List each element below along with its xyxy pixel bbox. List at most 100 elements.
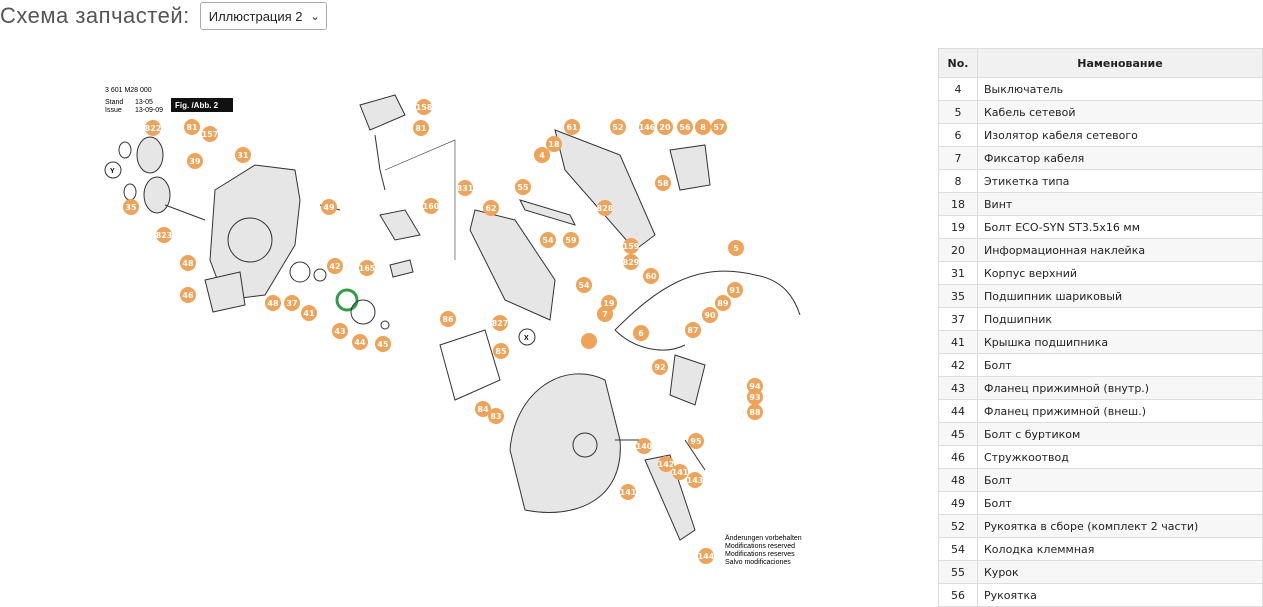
callout-48[interactable]: 48: [265, 295, 281, 311]
illustration-select-value: Иллюстрация 2: [208, 8, 303, 24]
svg-text:95: 95: [690, 437, 702, 446]
callout-52[interactable]: 52: [610, 119, 626, 135]
callout-158[interactable]: 158: [416, 99, 433, 115]
part-number: 18: [938, 192, 978, 216]
callout-143[interactable]: 143: [687, 472, 704, 488]
callout-85[interactable]: 85: [493, 343, 509, 359]
power-cable-5: [614, 270, 801, 331]
svg-text:6: 6: [638, 329, 644, 338]
callout-7[interactable]: 7: [597, 306, 613, 322]
callout-42[interactable]: 42: [327, 258, 343, 274]
callout-142[interactable]: 142: [658, 456, 675, 472]
callout-49[interactable]: 49: [321, 199, 337, 215]
callout-93[interactable]: 93: [747, 389, 763, 405]
callout-90[interactable]: 90: [702, 307, 718, 323]
callout-61[interactable]: 61: [564, 119, 580, 135]
callout-95[interactable]: 95: [688, 433, 704, 449]
diagram-issue-label: Issue: [105, 107, 122, 114]
callout-823[interactable]: 823: [156, 227, 173, 243]
callout-87[interactable]: 87: [685, 322, 701, 338]
svg-text:85: 85: [495, 347, 507, 356]
callout-86[interactable]: 86: [440, 311, 456, 327]
callout-146[interactable]: 146: [639, 119, 656, 135]
callout-88[interactable]: 88: [747, 404, 763, 420]
callout-4[interactable]: 4: [534, 147, 550, 163]
callout-89[interactable]: 89: [715, 295, 731, 311]
callout-83[interactable]: 83: [488, 408, 504, 424]
callout-140[interactable]: 140: [636, 438, 653, 454]
callout-141[interactable]: 141: [672, 464, 689, 480]
callout-81[interactable]: 81: [413, 120, 429, 136]
callout-37[interactable]: 37: [284, 295, 300, 311]
callout-92[interactable]: 92: [652, 359, 668, 375]
marker-y: Y: [110, 168, 115, 175]
callout-35[interactable]: 35: [123, 199, 139, 215]
callout-827[interactable]: 827: [492, 315, 509, 331]
callout-unnumbered[interactable]: [581, 333, 597, 349]
callout-5[interactable]: 5: [728, 240, 744, 256]
callout-55[interactable]: 55: [515, 179, 531, 195]
callout-41[interactable]: 41: [301, 305, 317, 321]
callout-828[interactable]: 828: [597, 200, 614, 216]
callout-44[interactable]: 44: [352, 334, 368, 350]
callout-144[interactable]: 144: [698, 548, 715, 564]
callout-20[interactable]: 20: [657, 119, 673, 135]
callout-831[interactable]: 831: [457, 180, 474, 196]
callout-54[interactable]: 54: [576, 277, 592, 293]
svg-text:42: 42: [329, 262, 340, 271]
callout-8[interactable]: 8: [695, 119, 711, 135]
callout-829[interactable]: 829: [623, 254, 640, 270]
callout-56[interactable]: 56: [677, 119, 693, 135]
callout-159[interactable]: 159: [623, 238, 640, 254]
callout-91[interactable]: 91: [727, 282, 743, 298]
callout-6[interactable]: 6: [633, 325, 649, 341]
svg-text:93: 93: [749, 393, 760, 402]
illustration-select[interactable]: Иллюстрация 2 ⌄: [199, 2, 327, 30]
callout-59[interactable]: 59: [563, 232, 579, 248]
callout-165[interactable]: 165: [359, 260, 376, 276]
callout-822[interactable]: 822: [145, 120, 162, 136]
callout-60[interactable]: 60: [643, 268, 659, 284]
callout-43[interactable]: 43: [332, 323, 348, 339]
callout-94[interactable]: 94: [747, 378, 763, 394]
callout-45[interactable]: 45: [375, 336, 391, 352]
callout-39[interactable]: 39: [187, 153, 203, 169]
callout-84[interactable]: 84: [475, 401, 491, 417]
callout-81[interactable]: 81: [184, 119, 200, 135]
callout-57[interactable]: 57: [711, 119, 727, 135]
callout-18[interactable]: 18: [546, 136, 562, 152]
callout-46[interactable]: 46: [180, 287, 196, 303]
callout-54[interactable]: 54: [540, 232, 556, 248]
callout-157[interactable]: 157: [202, 126, 219, 142]
callout-62[interactable]: 62: [483, 200, 499, 216]
callout-58[interactable]: 58: [655, 175, 671, 191]
svg-text:5: 5: [733, 244, 739, 253]
callout-31[interactable]: 31: [235, 147, 251, 163]
callout-141[interactable]: 141: [620, 484, 637, 500]
callout-48[interactable]: 48: [180, 255, 196, 271]
callout-160[interactable]: 160: [423, 198, 440, 214]
